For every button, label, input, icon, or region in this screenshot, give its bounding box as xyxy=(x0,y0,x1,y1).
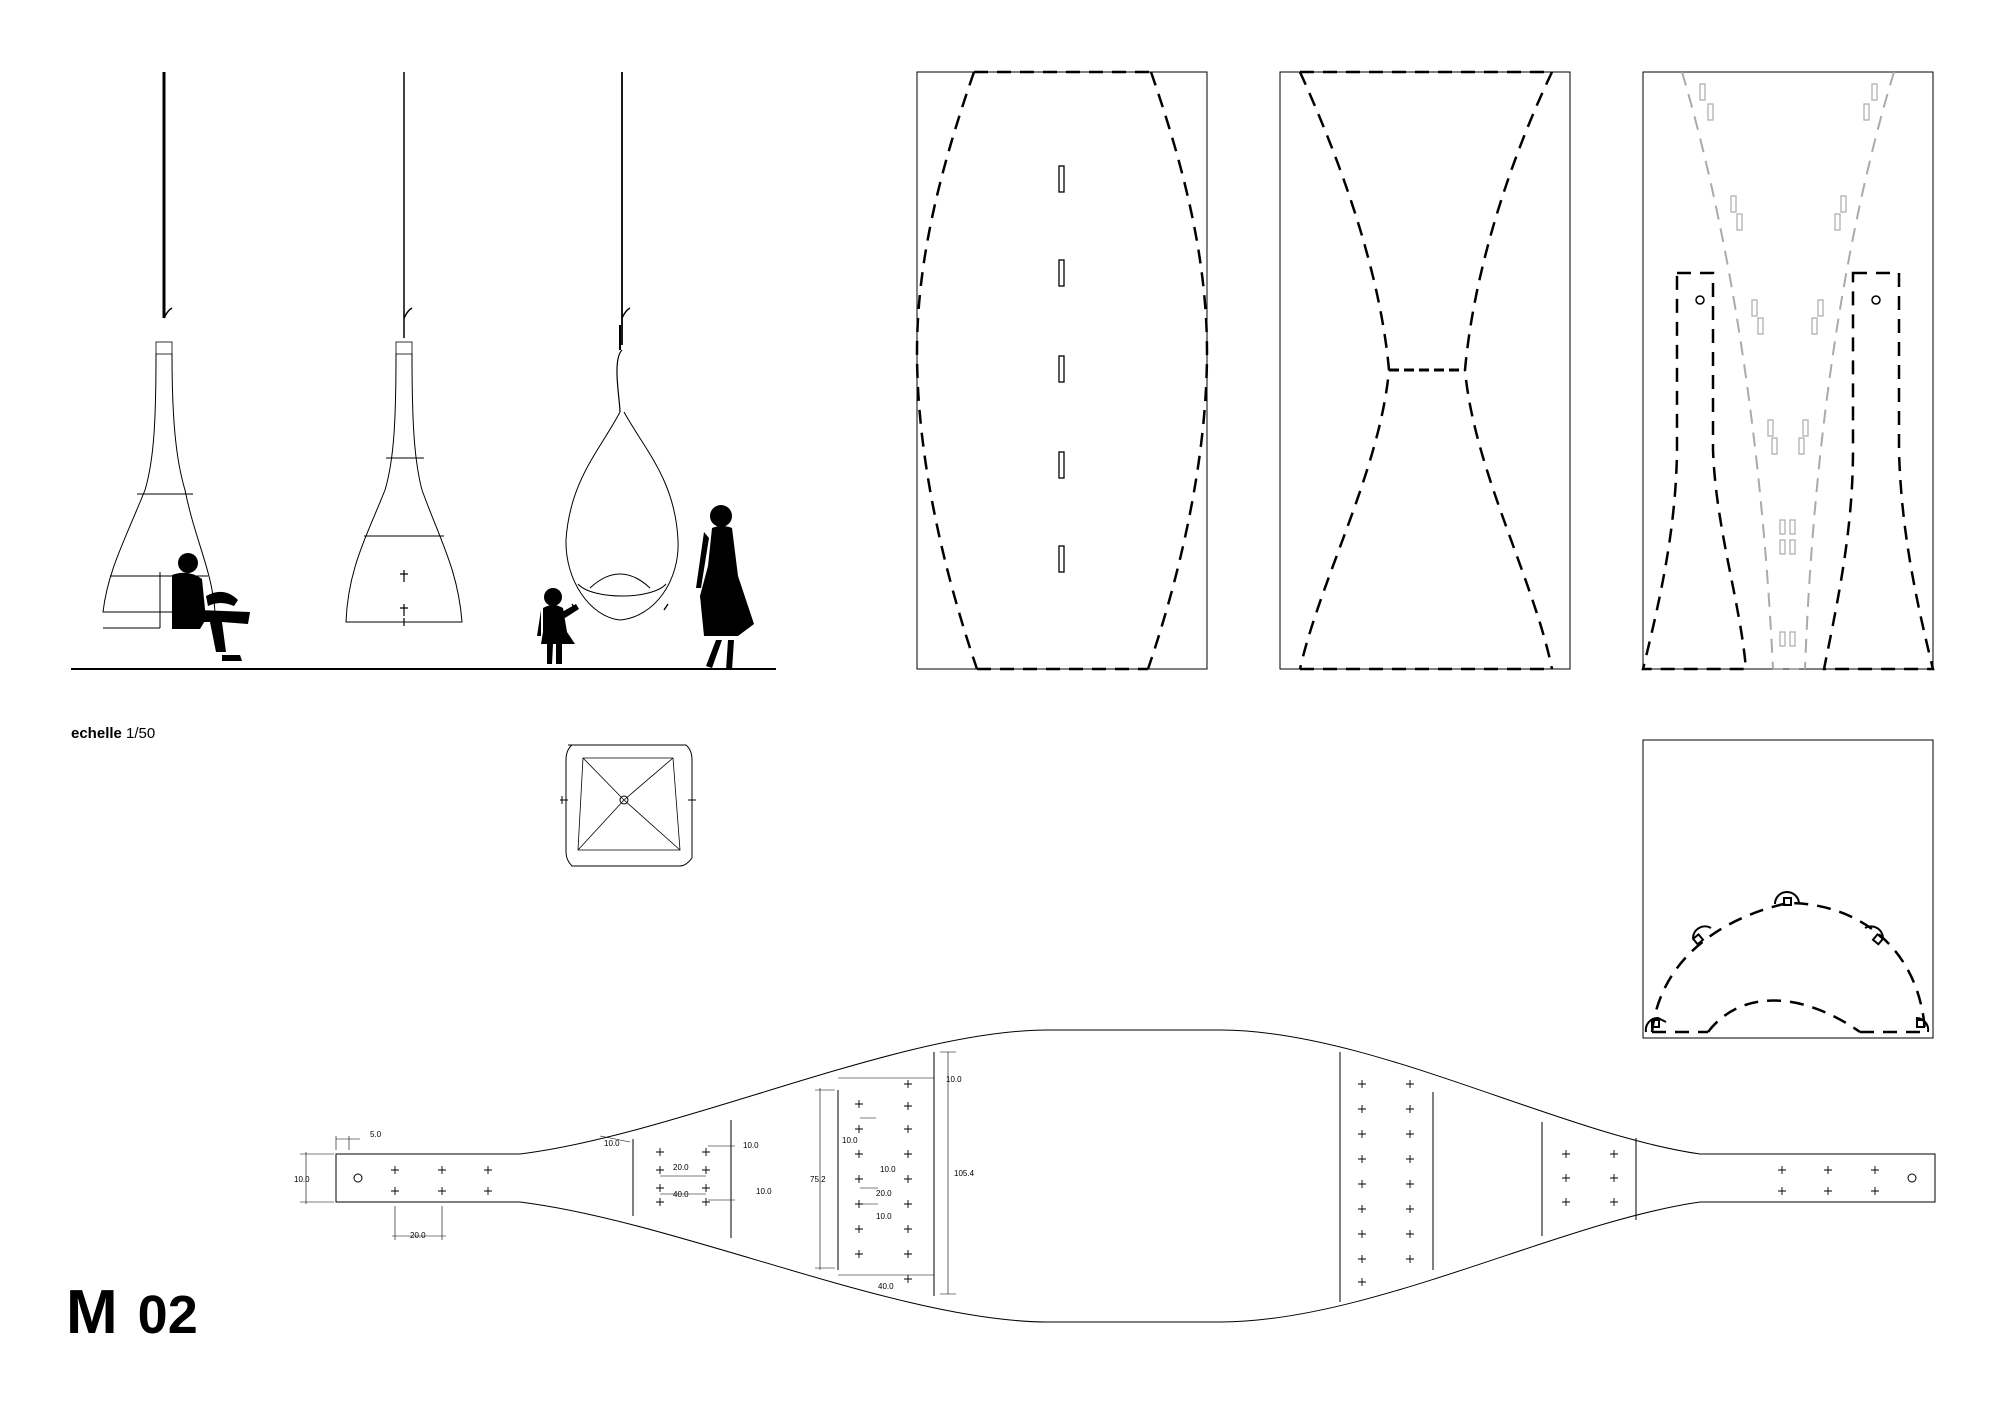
adult-silhouette xyxy=(696,505,754,670)
dim-label: 20.0 xyxy=(673,1163,689,1172)
dim-label: 10.0 xyxy=(880,1165,896,1174)
panel-1 xyxy=(915,70,1209,671)
seated-person-silhouette xyxy=(172,553,250,661)
scale-value: 1/50 xyxy=(126,725,156,742)
dim-label: 5.0 xyxy=(370,1130,382,1139)
dim-label: 105.4 xyxy=(954,1169,975,1178)
dim-label: 10.0 xyxy=(604,1139,620,1148)
sheet-letter: M xyxy=(66,1278,118,1347)
dim-label: 40.0 xyxy=(878,1282,894,1291)
panel-3 xyxy=(1641,71,1935,671)
dim-label: 10.0 xyxy=(756,1187,772,1196)
dim-label: 10.0 xyxy=(294,1175,310,1184)
scale-label: echelle 1/50 xyxy=(71,725,155,742)
child-silhouette xyxy=(537,588,579,664)
dim-label: 10.0 xyxy=(842,1136,858,1145)
dim-label: 20.0 xyxy=(410,1231,426,1240)
dim-label: 40.0 xyxy=(673,1190,689,1199)
scale-word: echelle xyxy=(71,725,122,742)
top-view xyxy=(560,744,696,867)
elevation-views xyxy=(71,72,776,670)
panel-2 xyxy=(1279,70,1571,671)
dim-label: 10.0 xyxy=(876,1212,892,1221)
panel-4 xyxy=(1642,739,1934,1039)
dim-label: 75.2 xyxy=(810,1175,826,1184)
dimension-lines xyxy=(300,1051,956,1295)
pod-elevation-2 xyxy=(345,72,463,626)
dim-label: 10.0 xyxy=(743,1141,759,1150)
pod-elevation-1 xyxy=(102,72,216,629)
dim-label: 20.0 xyxy=(876,1189,892,1198)
pod-elevation-3 xyxy=(565,72,679,621)
rivet-marks xyxy=(391,1080,1879,1286)
flat-pattern xyxy=(300,1029,1936,1323)
dimension-labels: 5.0 10.0 20.0 10.0 20.0 40.0 10.0 10.0 1… xyxy=(294,1075,975,1291)
dim-label: 10.0 xyxy=(946,1075,962,1084)
sheet-number: 02 xyxy=(137,1285,198,1345)
